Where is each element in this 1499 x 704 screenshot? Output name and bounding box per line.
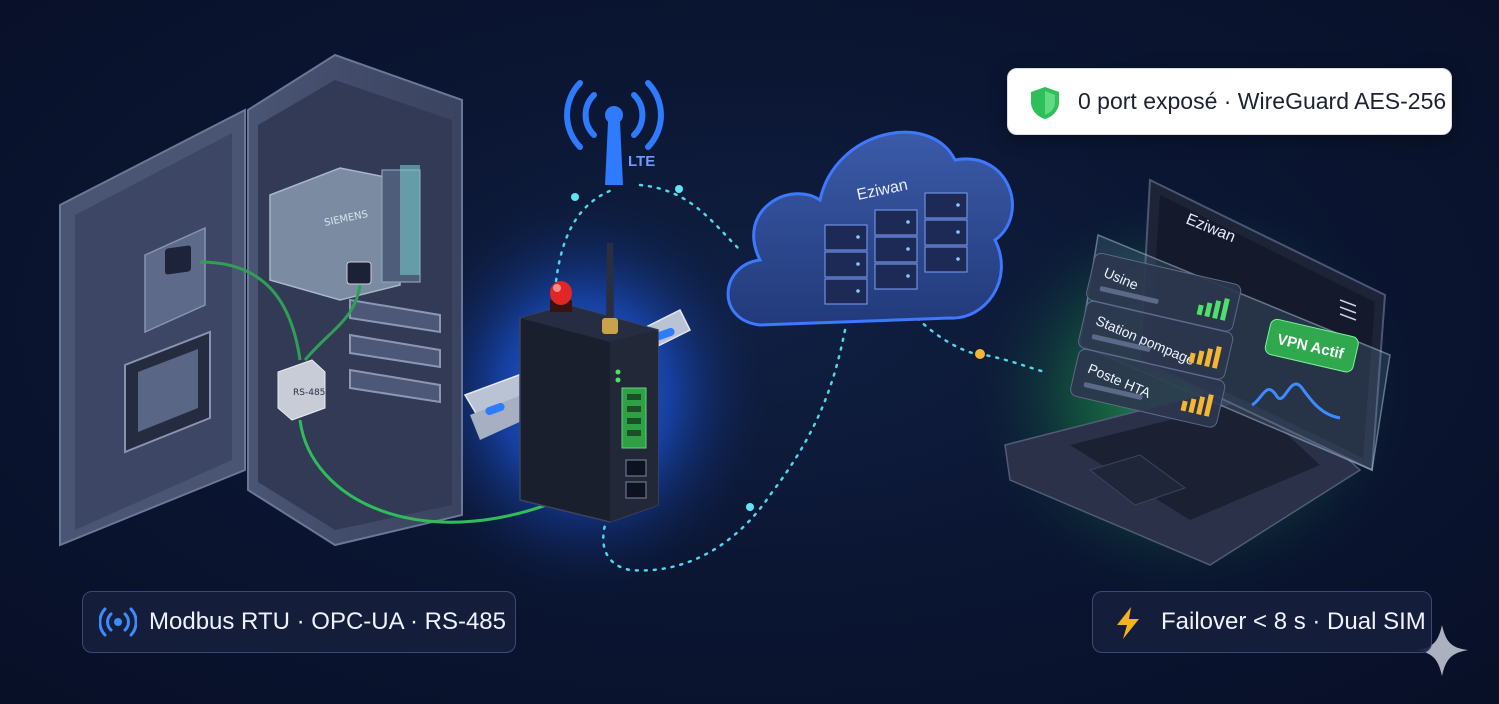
site-card-poste: Poste HTA <box>1070 348 1226 428</box>
protocols-badge-text: Modbus RTU · OPC-UA · RS-485 <box>149 608 506 635</box>
rs485-converter <box>277 359 326 421</box>
security-badge-text: 0 port exposé · WireGuard AES-256 <box>1078 88 1447 114</box>
lte-tower-icon: LTE <box>564 80 664 185</box>
cloud-servers: Eziwan <box>726 130 1014 327</box>
vpn-status-badge: VPN Actif <box>1264 318 1359 373</box>
failover-badge: Failover < 8 s · Dual SIM <box>1092 591 1432 653</box>
wireless-signal-icon <box>99 605 137 639</box>
shield-icon <box>1028 85 1066 119</box>
plc-module <box>269 167 401 301</box>
lte-label: LTE <box>628 153 655 170</box>
electrical-cabinet: SIEMENS RS-485 <box>59 53 561 547</box>
dotted-links <box>553 183 1047 572</box>
sparkle-icon <box>1416 625 1468 676</box>
traffic-sparkline <box>1251 382 1341 420</box>
rs485-label: RS-485 <box>293 388 325 398</box>
security-badge: 0 port exposé · WireGuard AES-256 <box>1007 68 1452 135</box>
lightning-bolt-icon <box>1111 605 1149 639</box>
menu-icon <box>1339 299 1357 321</box>
site-card-usine: Usine <box>1086 252 1242 332</box>
laptop-dashboard: Eziwan Usine Station pompage Poste HTA V… <box>1004 178 1391 566</box>
failover-badge-text: Failover < 8 s · Dual SIM <box>1161 608 1426 635</box>
industrial-router <box>463 243 692 523</box>
protocols-badge: Modbus RTU · OPC-UA · RS-485 <box>82 591 516 653</box>
